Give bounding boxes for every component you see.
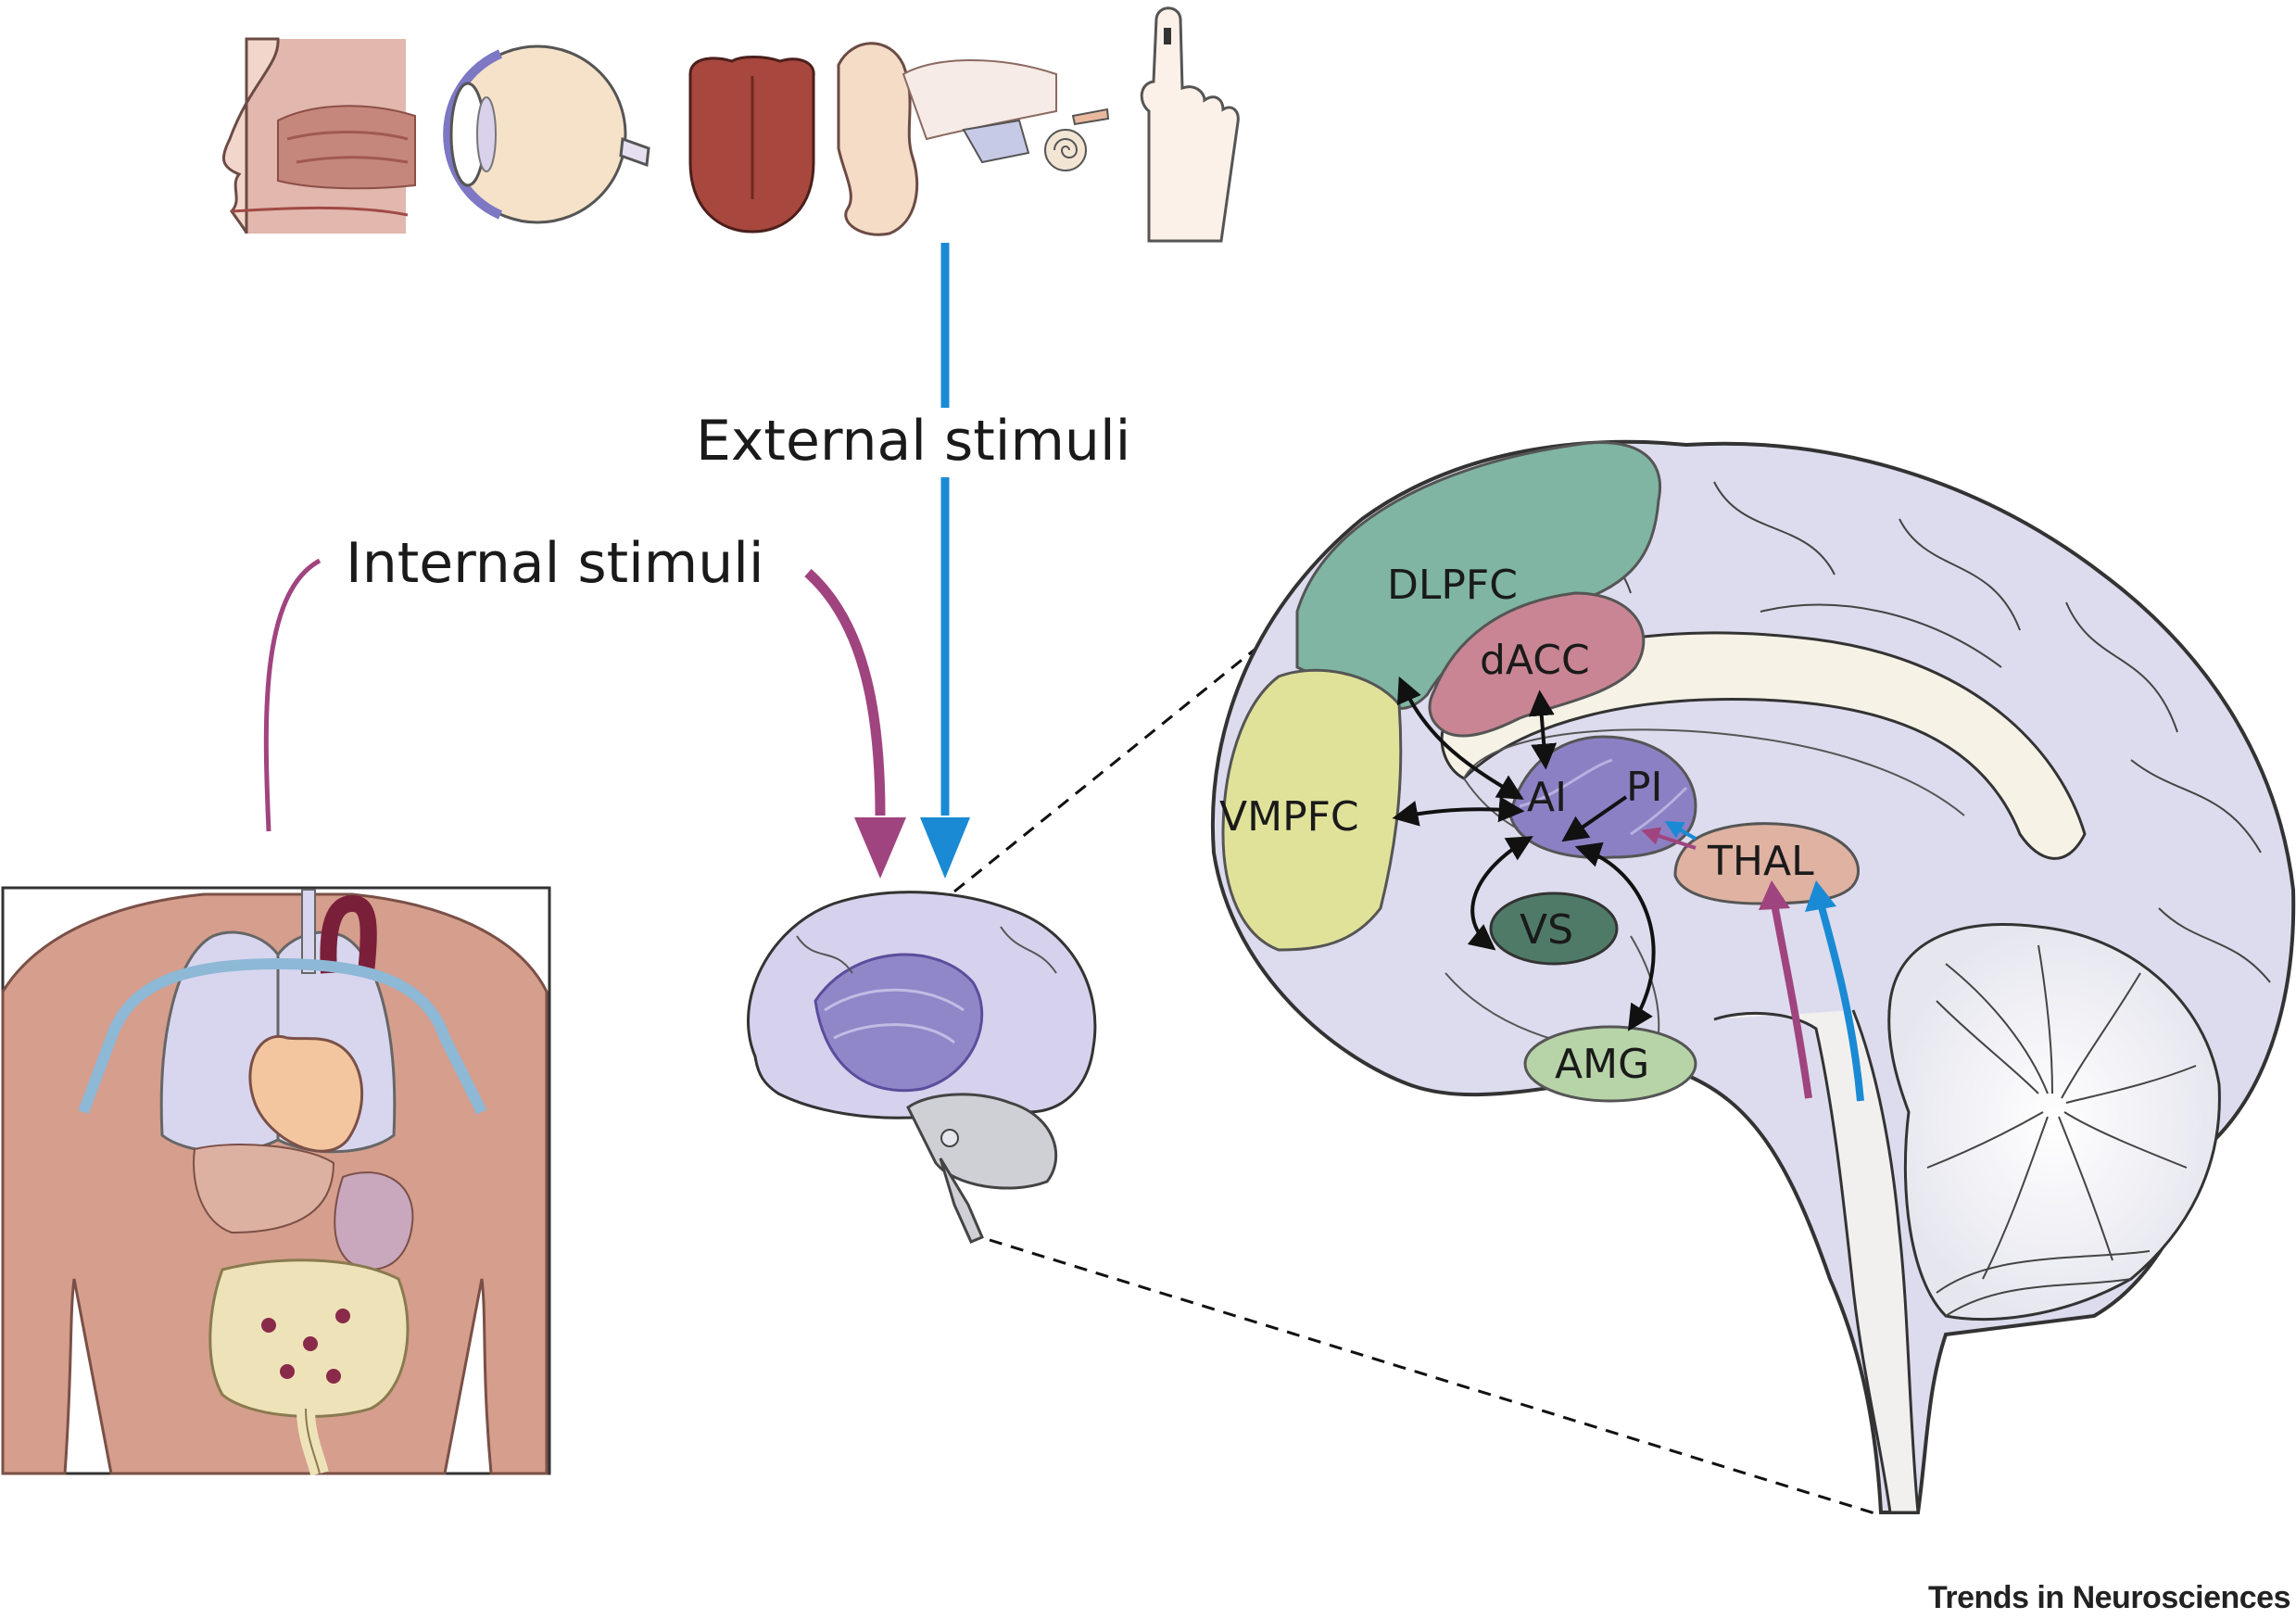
- journal-credit: Trends in Neurosciences: [1928, 1580, 2290, 1615]
- ascending-external-arrow: [1817, 902, 1864, 1102]
- thal-pi-purple-arrow: [1641, 827, 1697, 850]
- torso-organs-icon: [1, 886, 551, 1476]
- ai-label: AI: [1527, 774, 1567, 821]
- vmpfc-label: VMPFC: [1219, 793, 1359, 841]
- external-arrow-head: [920, 817, 970, 879]
- dacc-label: dACC: [1480, 637, 1590, 684]
- finger-icon: [1140, 6, 1240, 243]
- region-thal: [1673, 822, 1861, 905]
- internal-arrow-curve: [804, 568, 886, 816]
- external-stimuli-label: External stimuli: [696, 409, 1130, 474]
- thal-label: THAL: [1707, 838, 1814, 885]
- zoom-line-top: [953, 575, 1346, 893]
- internal-line-left: [263, 558, 322, 832]
- tongue-icon: [688, 56, 815, 234]
- zoom-line-bottom: [989, 1238, 1882, 1517]
- ascending-internal-arrow: [1771, 903, 1812, 1099]
- eye-icon: [443, 44, 650, 224]
- thal-pi-blue-arrow: [1664, 821, 1697, 841]
- internal-arrow-head: [854, 817, 906, 879]
- internal-stimuli-label: Internal stimuli: [346, 531, 764, 596]
- nose-icon: [221, 37, 416, 234]
- connection-arrows: [1392, 676, 1656, 1031]
- amg-label: AMG: [1555, 1041, 1649, 1088]
- region-vmpfc: [1221, 668, 1403, 952]
- dlpfc-label: DLPFC: [1387, 562, 1518, 609]
- ear-icon: [837, 42, 1110, 236]
- vs-label: VS: [1520, 906, 1573, 954]
- brain-icon: [747, 891, 1097, 1244]
- pi-label: PI: [1626, 764, 1663, 811]
